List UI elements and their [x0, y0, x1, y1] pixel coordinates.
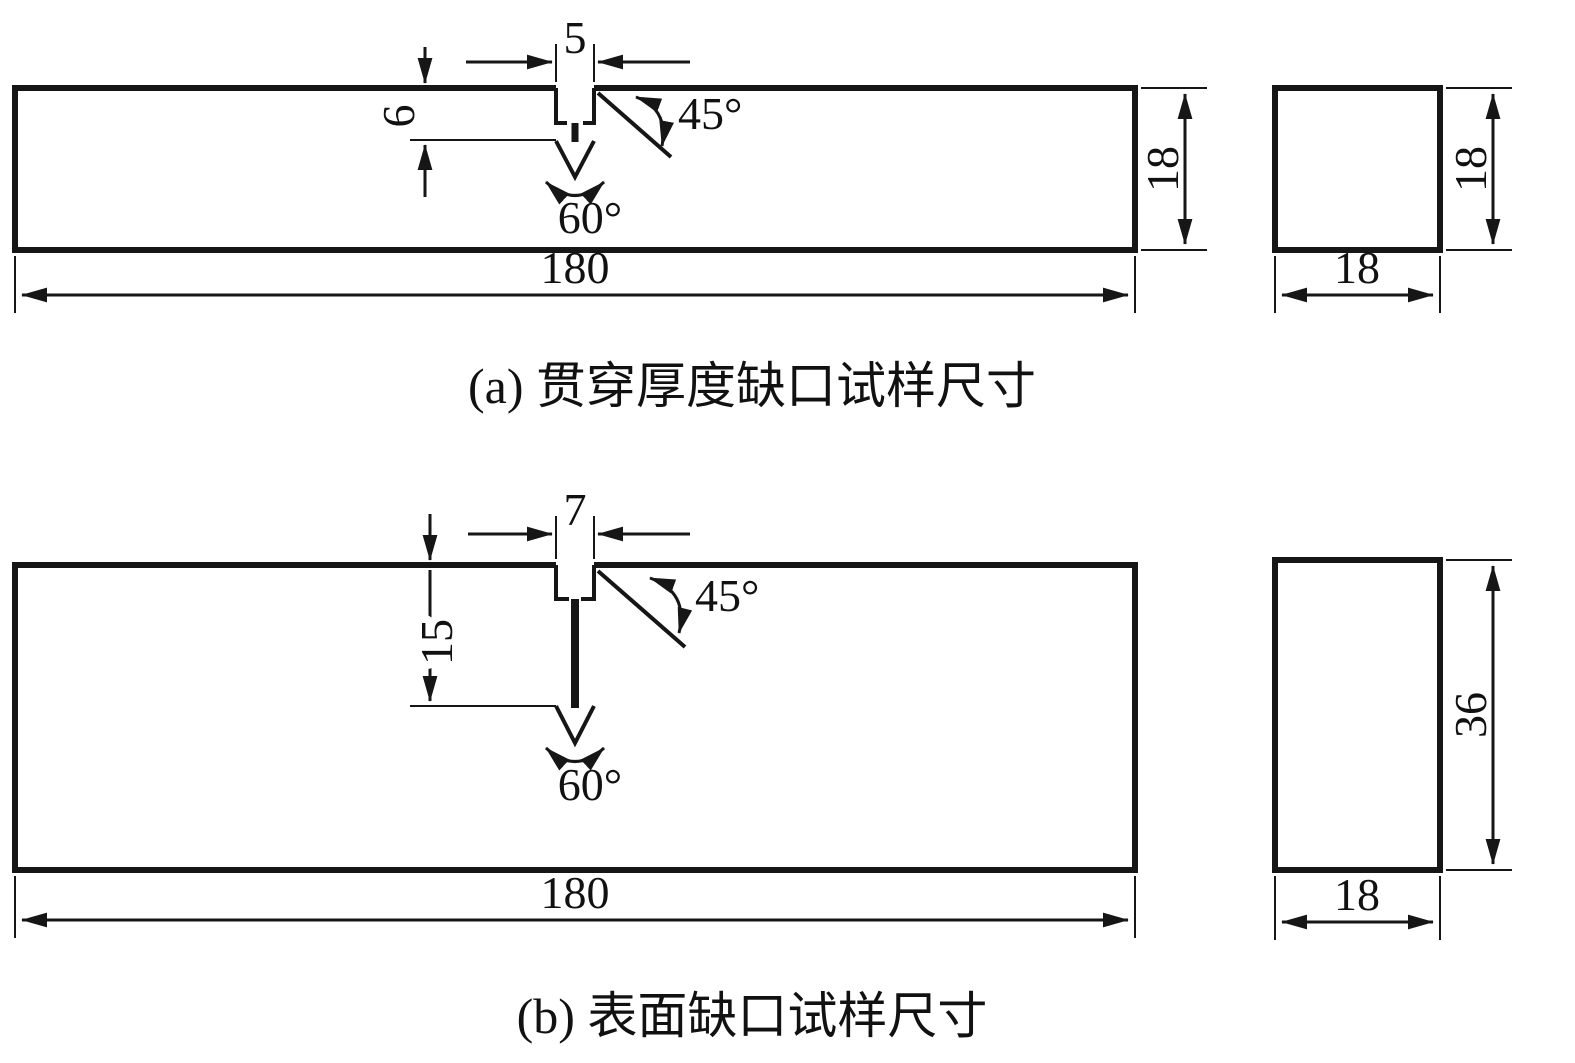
specimen-b-outline: [12, 562, 1138, 873]
notch-b-chamfer-line: [596, 569, 687, 649]
dim-notch-width-a: 5: [564, 12, 587, 63]
dim-bar-length-b: 180: [541, 867, 610, 918]
notch-b-right-wall: [581, 565, 596, 601]
specimen-a-outline: [12, 85, 1138, 253]
dim-section-height-b-lines: [1446, 559, 1512, 871]
dim-section-height-a: 18: [1445, 146, 1496, 192]
dim-section-height-a-lines: [1446, 87, 1512, 251]
dim-bar-length-a-lines: [14, 256, 1136, 313]
dim-notch-depth-b: 15: [411, 619, 462, 665]
angle-60-arc-a: [544, 180, 606, 205]
dim-section-width-b-lines: [1274, 876, 1441, 940]
angle-45-arc-b: [649, 576, 693, 634]
angle-60-arc-b: [544, 746, 606, 771]
angle-45-arc-a: [635, 95, 674, 147]
dim-notch-width-b-lines: [468, 516, 690, 559]
dim-bar-height-a: 18: [1137, 146, 1188, 192]
notch-a-vee: [554, 140, 596, 182]
dim-notch-depth-a: 6: [373, 105, 424, 128]
dim-notch-width-a-lines: [466, 44, 690, 82]
dim-chamfer-angle-a: 45°: [678, 88, 742, 139]
caption-a: (a) 贯穿厚度缺口试样尺寸: [468, 358, 1036, 414]
section-a-outline: [1272, 85, 1443, 253]
dim-section-height-b: 36: [1445, 692, 1496, 738]
dim-section-width-a-lines: [1274, 256, 1441, 313]
dim-bar-length-a: 180: [541, 242, 610, 293]
dim-vee-angle-b: 60°: [558, 759, 622, 810]
dim-vee-angle-a: 60°: [558, 192, 622, 243]
dim-section-width-b: 18: [1334, 869, 1380, 920]
notch-a-right-wall: [583, 88, 596, 125]
dim-notch-depth-a-lines: [410, 47, 556, 197]
section-b-outline: [1272, 557, 1443, 873]
figure-a: 45° 60° 5 6 18: [12, 12, 1512, 414]
dim-section-width-a: 18: [1334, 242, 1380, 293]
dim-bar-length-b-lines: [14, 876, 1136, 938]
notch-b: [554, 565, 687, 748]
dim-chamfer-angle-b: 45°: [695, 570, 759, 621]
dim-bar-height-a-lines: [1141, 87, 1207, 251]
notch-a-chamfer-line: [596, 91, 673, 159]
notch-b-left-wall: [554, 565, 569, 601]
notch-a: [554, 88, 673, 182]
notch-a-left-wall: [554, 88, 567, 125]
notch-b-vee: [554, 705, 596, 748]
figure-b: 45° 60° 7 15 180: [12, 484, 1512, 1044]
caption-b: (b) 表面缺口试样尺寸: [517, 988, 988, 1044]
dim-notch-width-b: 7: [564, 484, 587, 535]
dim-notch-depth-b-lines: [410, 514, 556, 707]
